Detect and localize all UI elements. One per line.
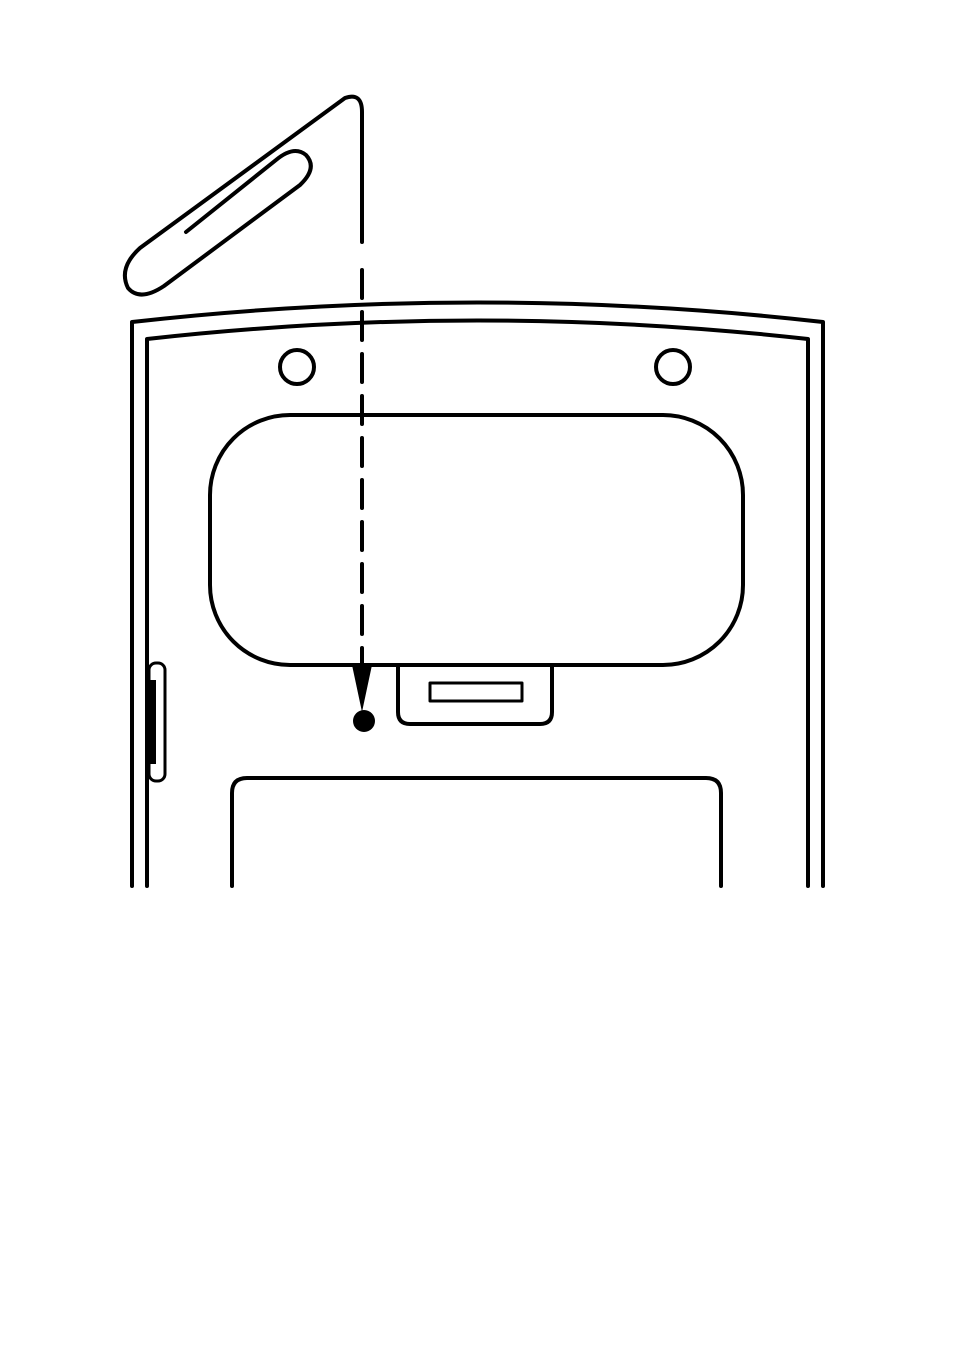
mounting-hole-left	[280, 350, 314, 384]
lower-panel	[232, 778, 721, 886]
paperclip-icon	[125, 97, 362, 295]
mounting-hole-right	[656, 350, 690, 384]
battery-compartment	[210, 415, 743, 665]
side-button	[148, 663, 165, 781]
cover-latch	[398, 665, 552, 724]
reset-pin-hole	[353, 710, 375, 732]
insertion-arrow-head	[352, 665, 372, 712]
